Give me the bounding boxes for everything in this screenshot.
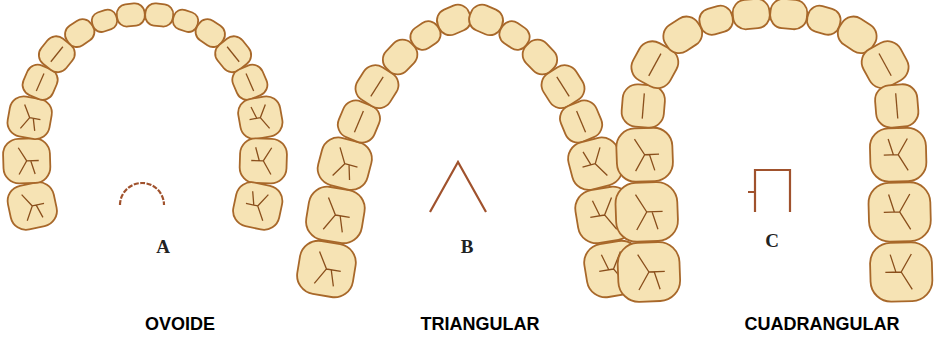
arch-shape-name: CUADRANGULAR xyxy=(745,314,900,335)
tooth xyxy=(116,2,146,27)
triangular-symbol xyxy=(430,162,486,212)
tooth xyxy=(89,7,119,34)
tooth xyxy=(697,3,736,37)
figure-letter: A xyxy=(156,236,170,258)
tooth xyxy=(615,181,679,242)
tooth xyxy=(868,182,931,242)
tooth xyxy=(5,94,54,141)
tooth xyxy=(230,179,285,232)
tooth xyxy=(616,127,674,182)
tooth xyxy=(3,138,51,184)
arch-guide xyxy=(27,14,264,228)
square-symbol xyxy=(748,170,790,212)
tooth xyxy=(303,184,367,246)
tooth xyxy=(617,241,681,302)
tooth xyxy=(874,83,920,129)
arch-shape-name: OVOIDE xyxy=(145,314,215,335)
tooth xyxy=(144,2,174,27)
arch-shape-name: TRIANGULAR xyxy=(421,314,540,335)
figure-letter: C xyxy=(765,230,779,252)
figure-letter: B xyxy=(461,236,474,258)
tooth xyxy=(294,238,358,300)
tooth xyxy=(239,138,287,184)
tooth xyxy=(870,242,933,302)
tooth xyxy=(236,94,285,141)
ovoid-symbol xyxy=(120,183,164,205)
tooth xyxy=(732,0,771,30)
tooth xyxy=(869,127,926,182)
tooth xyxy=(769,0,808,30)
tooth xyxy=(5,179,60,232)
tooth xyxy=(620,83,666,129)
